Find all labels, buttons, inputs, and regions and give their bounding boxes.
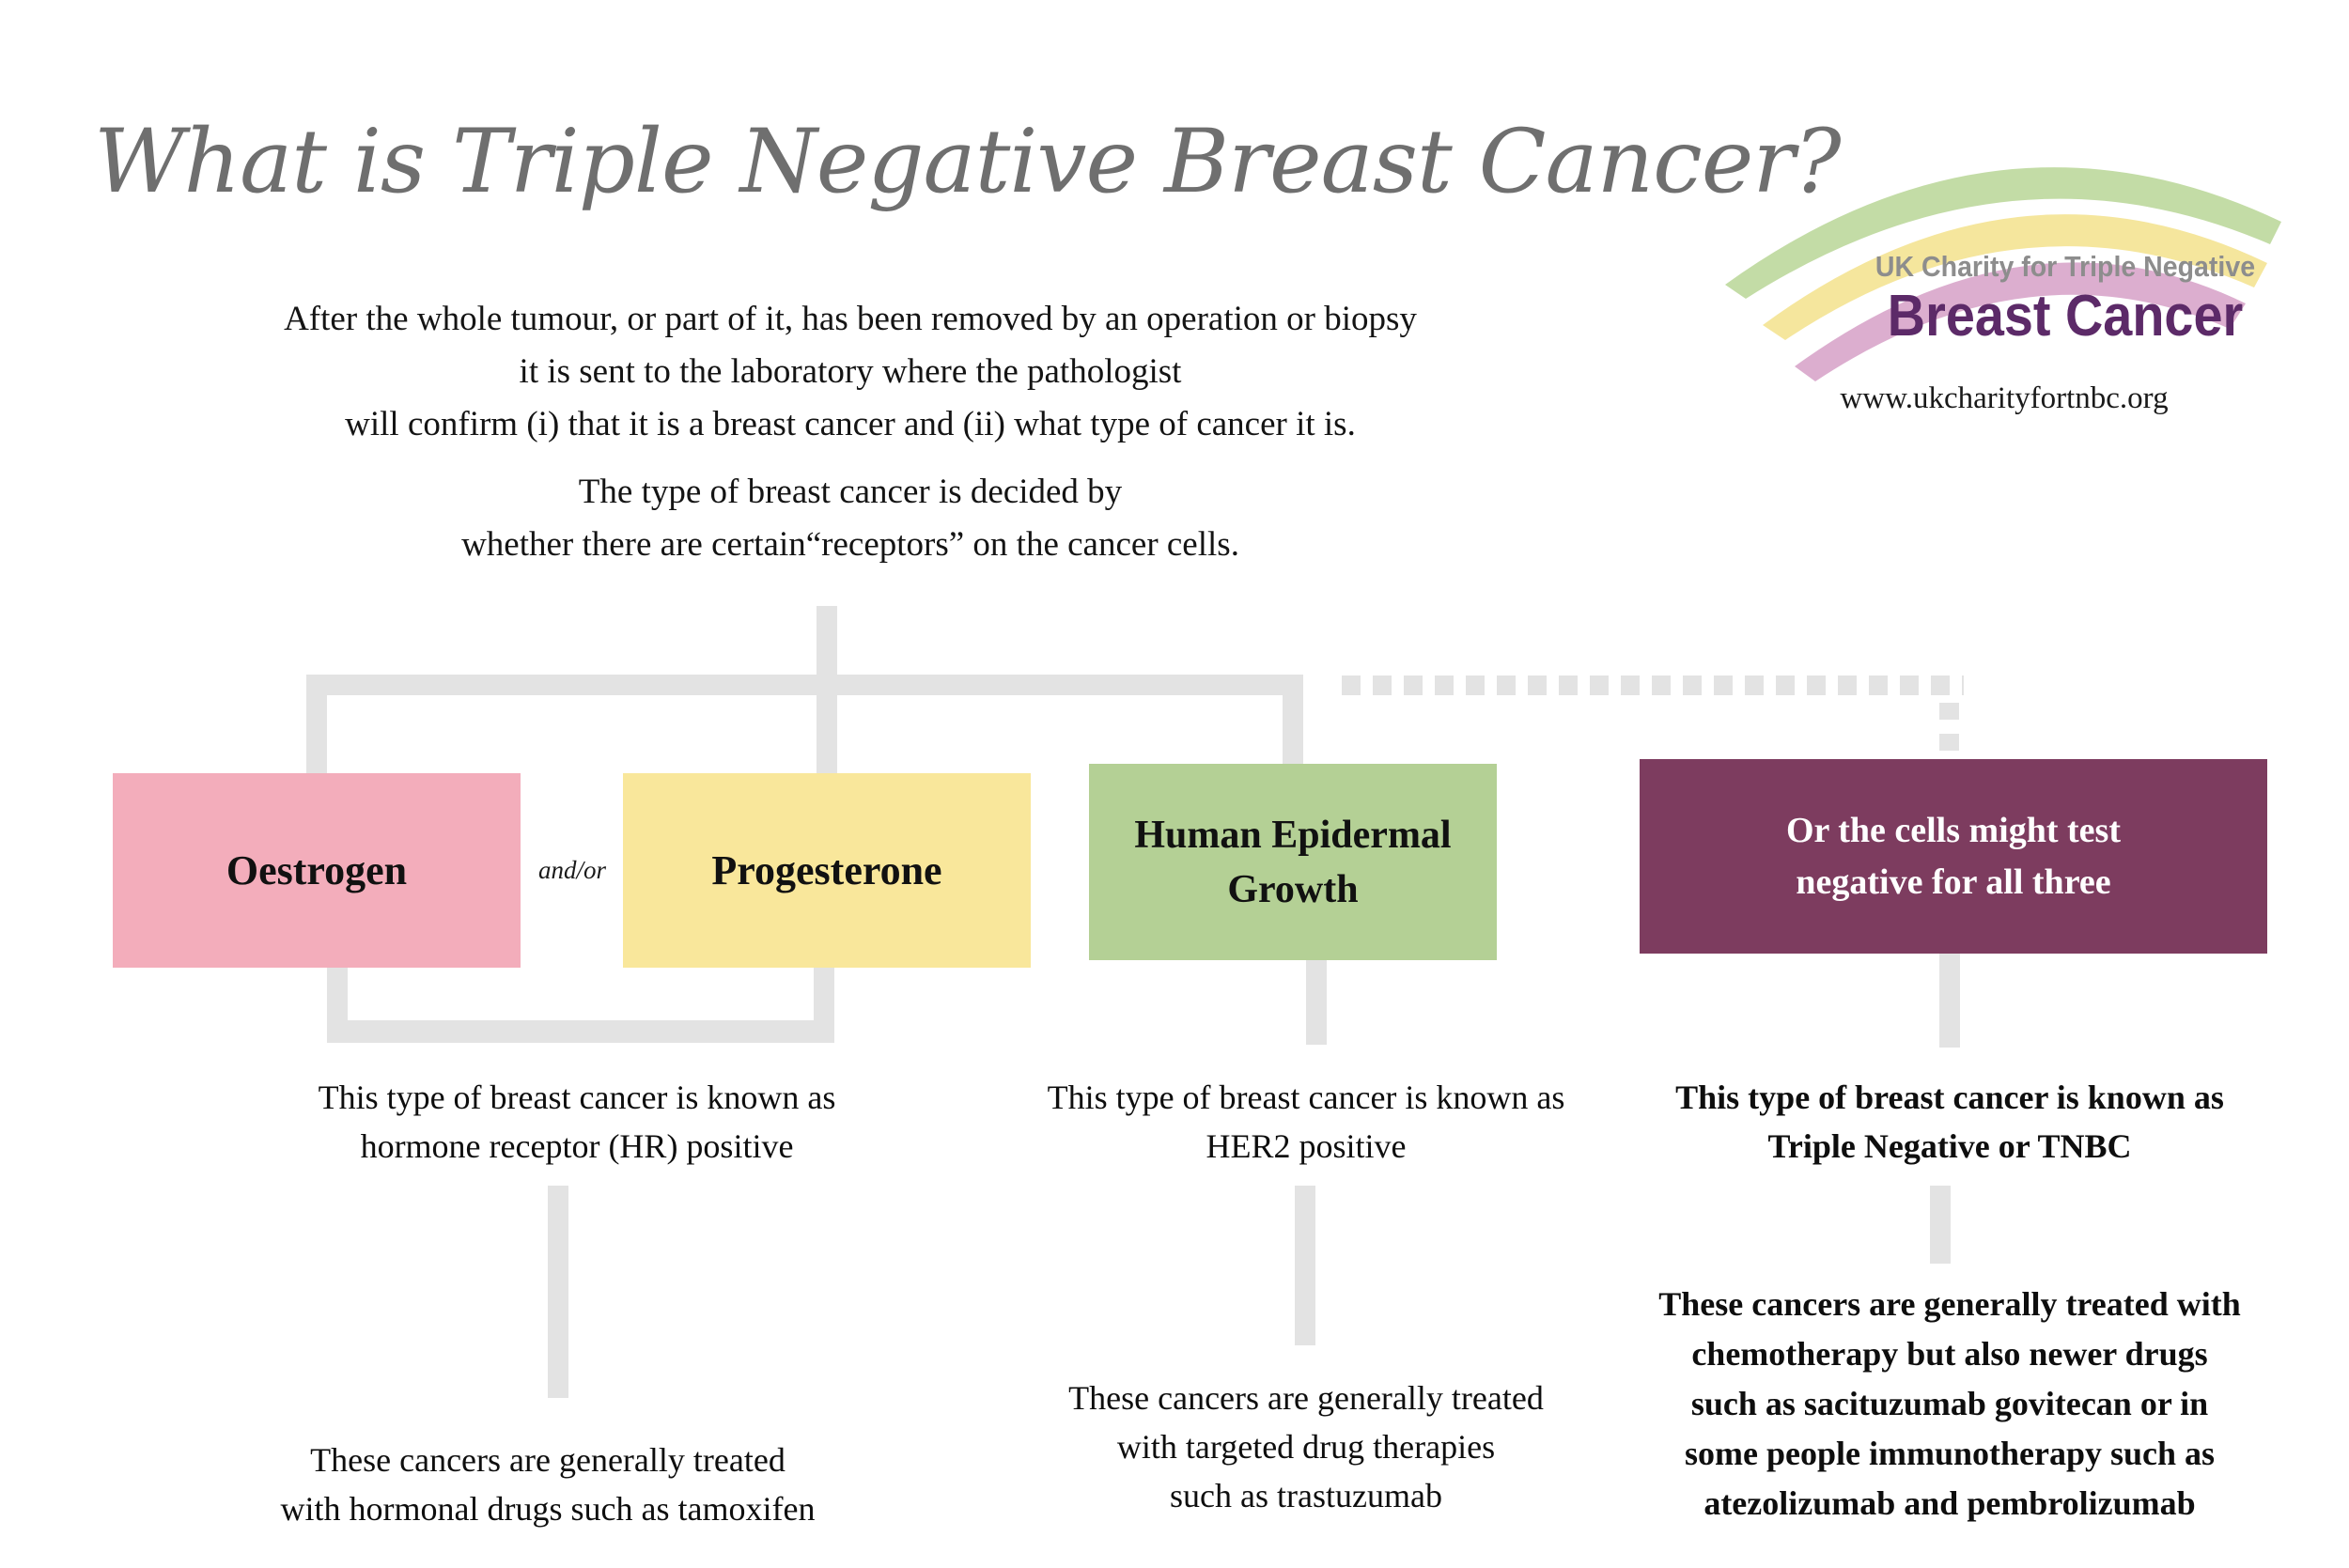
website-url: www.ukcharityfortnbc.org (1840, 381, 2169, 415)
arc-green (1725, 167, 2281, 299)
page-title: What is Triple Negative Breast Cancer? (94, 111, 1842, 213)
receptor-box-triple-negative: Or the cells might test negative for all… (1640, 759, 2267, 954)
connector-leg-progesterone (817, 695, 837, 775)
logo-name: Breast Cancer (1887, 284, 2244, 349)
intro-paragraph: After the whole tumour, or part of it, h… (284, 300, 1417, 443)
connector-top-stem (817, 606, 837, 695)
receptor-box-human-epidermal-growth: Human Epidermal Growth (1089, 764, 1497, 960)
classification-hr-positive: This type of breast cancer is known as h… (318, 1079, 836, 1165)
connector-u-bottom (327, 1020, 834, 1043)
connector-horizontal-bar (306, 675, 1303, 695)
treatment-her2: These cancers are generally treated with… (1068, 1379, 1544, 1514)
arc-pink (1795, 262, 2246, 381)
connector-tnbc-down (1939, 954, 1960, 1048)
andor-label: and/or (537, 856, 606, 884)
logo-tagline: UK Charity for Triple Negative (1875, 250, 2256, 283)
treatment-tnbc: These cancers are generally treated with… (1658, 1285, 2241, 1522)
connector-dashed-vertical (1939, 703, 1959, 761)
receptor-box-oestrogen: Oestrogen (113, 773, 521, 968)
classification-her2-positive: This type of breast cancer is known as H… (1047, 1079, 1565, 1165)
connector-her2-down (1306, 960, 1327, 1045)
connector-leg-oestrogen (306, 695, 327, 775)
rainbow-arcs-icon (1725, 167, 2281, 381)
classification-tnbc: This type of breast cancer is known as T… (1675, 1079, 2224, 1165)
charity-logo: UK Charity for Triple Negative Breast Ca… (1718, 111, 2291, 440)
connector-tnbc-treatment (1930, 1186, 1951, 1264)
connector-hr-treatment (548, 1186, 568, 1398)
receptor-box-progesterone: Progesterone (623, 773, 1031, 968)
connector-leg-her2 (1283, 695, 1303, 766)
arc-yellow (1763, 214, 2267, 340)
connector-dashed-horizontal (1342, 675, 1964, 695)
treatment-hr: These cancers are generally treated with… (280, 1441, 816, 1528)
connector-her2-treatment (1295, 1186, 1315, 1345)
receptor-note-paragraph: The type of breast cancer is decided by … (461, 473, 1239, 564)
